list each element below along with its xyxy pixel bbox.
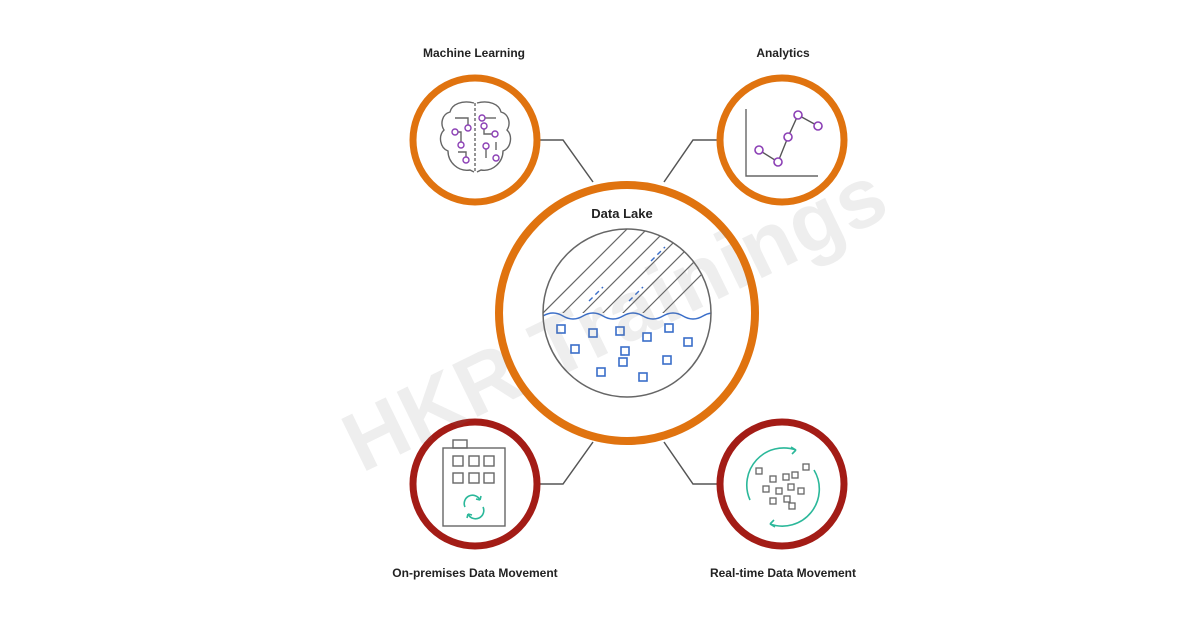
label-data-lake: Data Lake — [591, 206, 653, 221]
connector-ml — [540, 139, 594, 183]
label-real-time: Real-time Data Movement — [709, 566, 857, 580]
connectors — [540, 139, 717, 485]
ring-real-time — [716, 418, 848, 550]
label-analytics: Analytics — [756, 46, 810, 60]
building-sync-icon — [442, 439, 506, 527]
connector-realtime — [663, 441, 717, 485]
node-machine-learning — [409, 74, 541, 206]
connector-onprem — [540, 441, 594, 485]
label-machine-learning: Machine Learning — [422, 46, 526, 60]
ring-analytics — [716, 74, 848, 206]
brain-circuit-icon — [439, 101, 512, 173]
connector-analytics — [663, 139, 717, 183]
ring-on-premises — [409, 418, 541, 550]
data-objects — [556, 323, 693, 382]
label-on-premises: On-premises Data Movement — [392, 566, 558, 580]
node-data-lake — [495, 181, 759, 445]
node-on-premises — [409, 418, 541, 550]
stream-cycle-icon — [745, 446, 821, 528]
node-analytics — [716, 74, 848, 206]
node-real-time — [716, 418, 848, 550]
line-chart-icon — [745, 109, 823, 177]
